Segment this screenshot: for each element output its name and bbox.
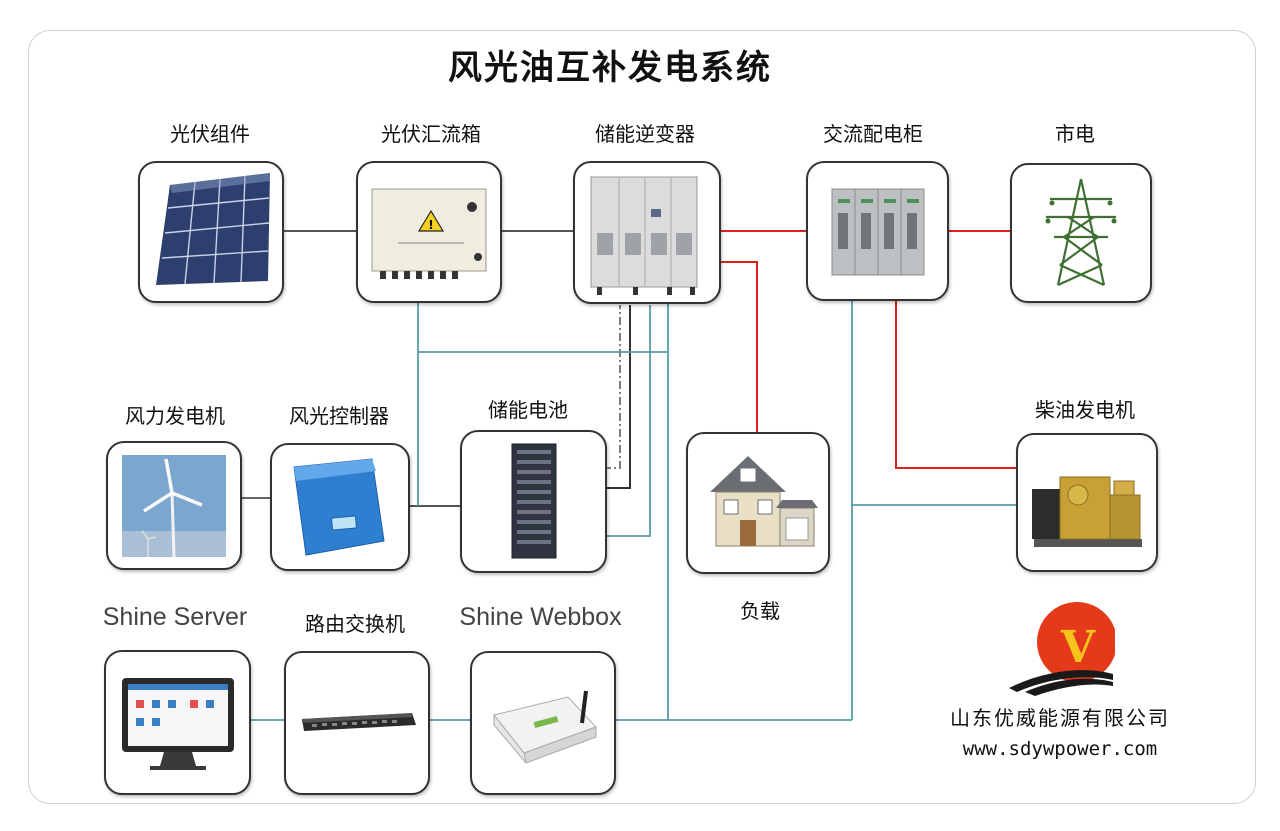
controller-box xyxy=(270,443,410,571)
diagram-title: 风光油互补发电系统 xyxy=(448,48,772,88)
label-shine-server: Shine Server xyxy=(102,603,248,631)
company-url: www.sdywpower.com xyxy=(962,738,1158,760)
diesel-box xyxy=(1016,433,1158,572)
label-router: 路由交换机 xyxy=(305,612,405,636)
combiner-box-icon: ! xyxy=(371,188,487,279)
svg-text:!: ! xyxy=(428,218,433,232)
load-box xyxy=(686,432,830,574)
label-diesel: 柴油发电机 xyxy=(1035,398,1135,422)
inverter-box xyxy=(573,161,721,304)
inverter-cabinet-icon xyxy=(590,176,698,295)
label-load: 负载 xyxy=(740,599,780,623)
diesel-to-ac-line xyxy=(895,298,1016,469)
solar-panel-icon xyxy=(156,173,270,285)
power-tower-icon xyxy=(1045,178,1117,287)
label-ac-cabinet: 交流配电柜 xyxy=(823,122,923,146)
label-grid: 市电 xyxy=(1055,122,1095,146)
battery-bms-line xyxy=(603,305,621,469)
company-name: 山东优威能源有限公司 xyxy=(950,706,1170,730)
battery-comm-line xyxy=(603,305,651,537)
label-pv-module: 光伏组件 xyxy=(170,122,250,146)
logo-letter: V xyxy=(1060,622,1096,673)
battery-to-inverter-line xyxy=(603,305,631,489)
pv-module-box xyxy=(138,161,284,303)
grid-box xyxy=(1010,163,1152,303)
pv-combiner-box: ! xyxy=(356,161,502,303)
label-pv-combiner: 光伏汇流箱 xyxy=(381,122,481,146)
router-box xyxy=(284,651,430,795)
controller-icon xyxy=(293,458,385,556)
shine-webbox-box xyxy=(470,651,616,795)
battery-rack-icon xyxy=(511,443,557,559)
label-controller: 风光控制器 xyxy=(289,404,389,428)
label-battery: 储能电池 xyxy=(488,398,568,422)
ac-cabinet-box xyxy=(806,161,949,301)
webbox-router-icon xyxy=(493,690,597,764)
wind-turbine-box xyxy=(106,441,242,570)
monitor-icon xyxy=(122,678,234,770)
house-icon xyxy=(710,456,818,547)
network-switch-icon xyxy=(302,713,416,731)
label-wind-turbine: 风力发电机 xyxy=(125,404,225,428)
label-inverter: 储能逆变器 xyxy=(595,122,695,146)
battery-box xyxy=(460,430,607,573)
label-shine-webbox: Shine Webbox xyxy=(459,603,622,631)
diesel-generator-icon xyxy=(1032,476,1142,547)
inverter-to-load-line xyxy=(717,261,758,432)
shine-server-box xyxy=(104,650,251,795)
wind-turbine-icon xyxy=(122,455,226,558)
switchgear-icon xyxy=(831,188,925,276)
company-logo: V xyxy=(1009,602,1115,696)
